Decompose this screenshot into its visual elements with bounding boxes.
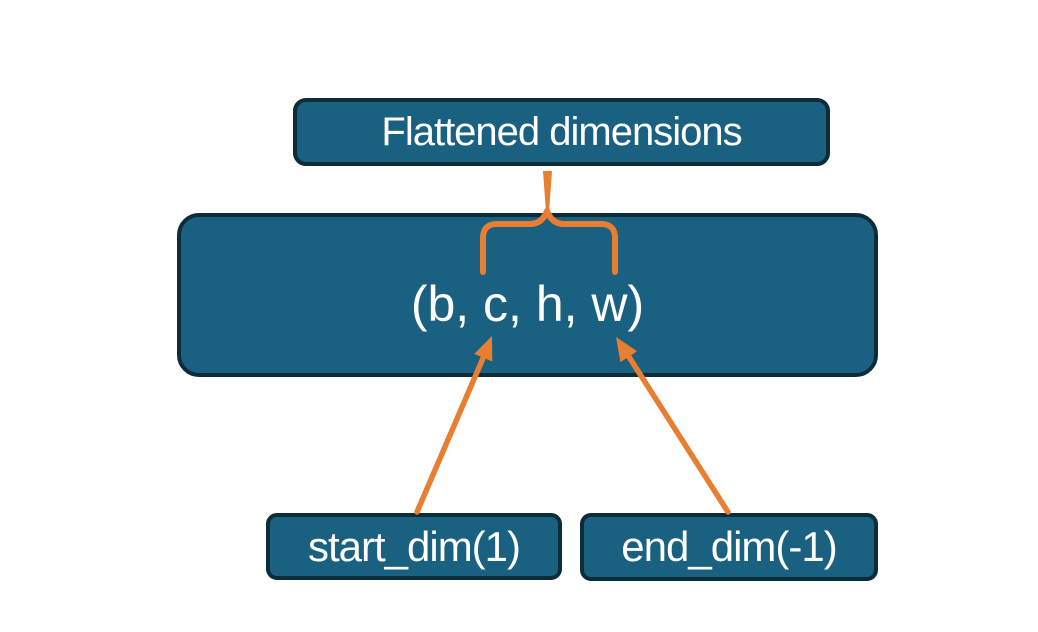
flattened-dimensions-label: Flattened dimensions	[381, 109, 742, 154]
start-dim-label: start_dim(1)	[307, 522, 521, 570]
start-dim-box: start_dim(1)	[266, 513, 562, 580]
end-dim-box: end_dim(-1)	[580, 513, 878, 581]
title-connector-stem	[543, 171, 552, 215]
start-dim-arrow-shaft	[414, 354, 487, 515]
end-dim-label: end_dim(-1)	[621, 523, 837, 570]
tensor-shape-label: (b, c, h, w)	[410, 276, 645, 332]
end-dim-arrow-shaft	[626, 353, 731, 515]
flattened-dimensions-box: Flattened dimensions	[293, 98, 830, 166]
tensor-shape-box: (b, c, h, w)	[177, 213, 878, 377]
